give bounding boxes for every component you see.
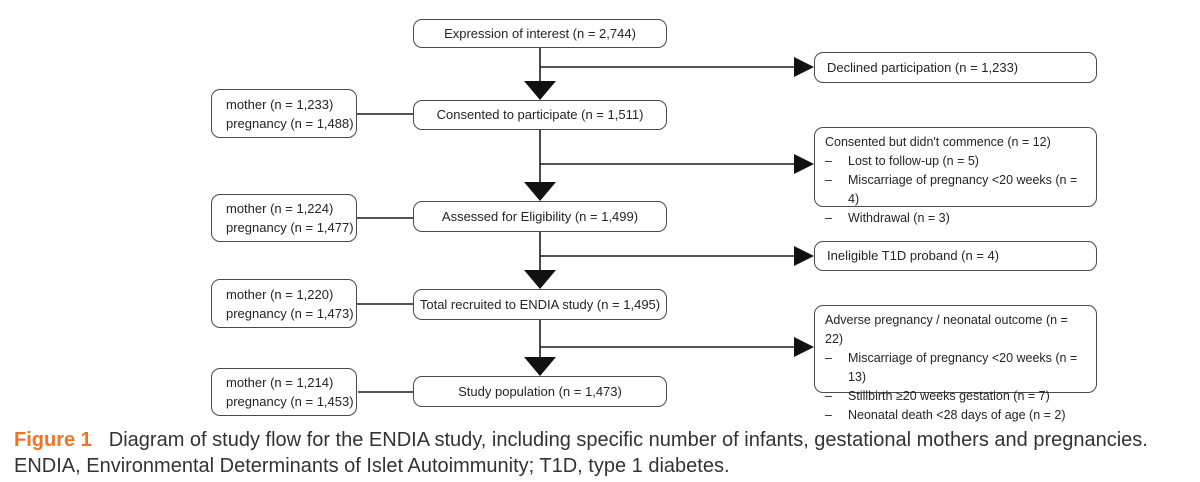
exclusion-item-list: – Lost to follow-up (n = 5) – Miscarriag… bbox=[825, 152, 1088, 228]
arrowhead-down-3 bbox=[524, 270, 556, 289]
exclusion-title: Adverse pregnancy / neonatal outcome (n … bbox=[825, 313, 1068, 346]
mother-count: mother (n = 1,233) bbox=[226, 96, 334, 112]
count-box-population: mother (n = 1,214) pregnancy (n = 1,453) bbox=[211, 368, 357, 416]
exclusion-item-text: Miscarriage of pregnancy <20 weeks (n = … bbox=[848, 351, 1078, 384]
exclusion-item-text: Neonatal death <28 days of age (n = 2) bbox=[848, 408, 1066, 422]
flow-box-label: Study population (n = 1,473) bbox=[458, 383, 622, 399]
exclusion-item-text: Miscarriage of pregnancy <20 weeks (n = … bbox=[848, 173, 1078, 206]
exclusion-item: – Lost to follow-up (n = 5) bbox=[825, 152, 1088, 171]
exclusion-box-declined: Declined participation (n = 1,233) bbox=[814, 52, 1097, 83]
flow-box-consented: Consented to participate (n = 1,511) bbox=[413, 100, 667, 130]
arrowhead-right-2 bbox=[794, 154, 814, 174]
flow-box-label: Consented to participate (n = 1,511) bbox=[436, 107, 644, 122]
exclusion-title: Declined participation (n = 1,233) bbox=[827, 59, 1019, 75]
exclusion-item: – Miscarriage of pregnancy <20 weeks (n … bbox=[825, 171, 1088, 209]
arrowhead-down-4 bbox=[524, 357, 556, 376]
mother-count: mother (n = 1,220) bbox=[226, 286, 334, 302]
mother-count: mother (n = 1,214) bbox=[226, 375, 334, 390]
exclusion-title: Consented but didn't commence (n = 12) bbox=[825, 135, 1051, 149]
count-box-recruited: mother (n = 1,220) pregnancy (n = 1,473) bbox=[211, 279, 357, 328]
exclusion-title: Ineligible T1D proband (n = 4) bbox=[827, 248, 1000, 263]
pregnancy-count: pregnancy (n = 1,453) bbox=[226, 394, 354, 409]
bullet-dash: – bbox=[825, 408, 832, 422]
bullet-dash: – bbox=[825, 211, 832, 225]
bullet-dash: – bbox=[825, 173, 832, 187]
arrowhead-down-2 bbox=[524, 182, 556, 201]
flow-box-label: Total recruited to ENDIA study (n = 1,49… bbox=[419, 296, 661, 312]
pregnancy-count: pregnancy (n = 1,477) bbox=[226, 220, 354, 235]
exclusion-item-list: – Miscarriage of pregnancy <20 weeks (n … bbox=[825, 349, 1088, 425]
exclusion-item: – Neonatal death <28 days of age (n = 2) bbox=[825, 406, 1088, 425]
flow-box-assessed: Assessed for Eligibility (n = 1,499) bbox=[413, 201, 667, 232]
pregnancy-count: pregnancy (n = 1,473) bbox=[226, 305, 354, 321]
count-box-assessed: mother (n = 1,224) pregnancy (n = 1,477) bbox=[211, 194, 357, 242]
mother-count: mother (n = 1,224) bbox=[226, 201, 334, 216]
pregnancy-count: pregnancy (n = 1,488) bbox=[226, 115, 354, 131]
exclusion-item-text: Withdrawal (n = 3) bbox=[848, 211, 950, 225]
flow-box-recruited: Total recruited to ENDIA study (n = 1,49… bbox=[413, 289, 667, 320]
flow-box-study-population: Study population (n = 1,473) bbox=[413, 376, 667, 407]
arrowhead-right-3 bbox=[794, 246, 814, 266]
exclusion-box-adverse-outcome: Adverse pregnancy / neonatal outcome (n … bbox=[814, 305, 1097, 422]
exclusion-item-text: Stillbirth ≥20 weeks gestation (n = 7) bbox=[848, 389, 1050, 403]
exclusion-box-didnt-commence: Consented but didn't commence (n = 12) –… bbox=[814, 127, 1097, 225]
flow-box-expression-of-interest: Expression of interest (n = 2,744) bbox=[413, 19, 667, 48]
arrowhead-down-1 bbox=[524, 81, 556, 100]
exclusion-item-text: Lost to follow-up (n = 5) bbox=[848, 154, 979, 168]
count-box-consented: mother (n = 1,233) pregnancy (n = 1,488) bbox=[211, 89, 357, 138]
bullet-dash: – bbox=[825, 351, 832, 365]
figure-caption-text: Diagram of study flow for the ENDIA stud… bbox=[14, 429, 1148, 477]
figure-number-label: Figure 1 bbox=[14, 429, 92, 451]
bullet-dash: – bbox=[825, 154, 832, 168]
exclusion-box-ineligible: Ineligible T1D proband (n = 4) bbox=[814, 241, 1097, 271]
flow-box-label: Expression of interest (n = 2,744) bbox=[444, 25, 636, 41]
exclusion-item: – Stillbirth ≥20 weeks gestation (n = 7) bbox=[825, 387, 1088, 406]
arrowhead-right-1 bbox=[794, 57, 814, 77]
bullet-dash: – bbox=[825, 389, 832, 403]
flow-box-label: Assessed for Eligibility (n = 1,499) bbox=[441, 208, 639, 224]
exclusion-item: – Withdrawal (n = 3) bbox=[825, 209, 1088, 228]
arrowhead-right-4 bbox=[794, 337, 814, 357]
exclusion-item: – Miscarriage of pregnancy <20 weeks (n … bbox=[825, 349, 1088, 387]
